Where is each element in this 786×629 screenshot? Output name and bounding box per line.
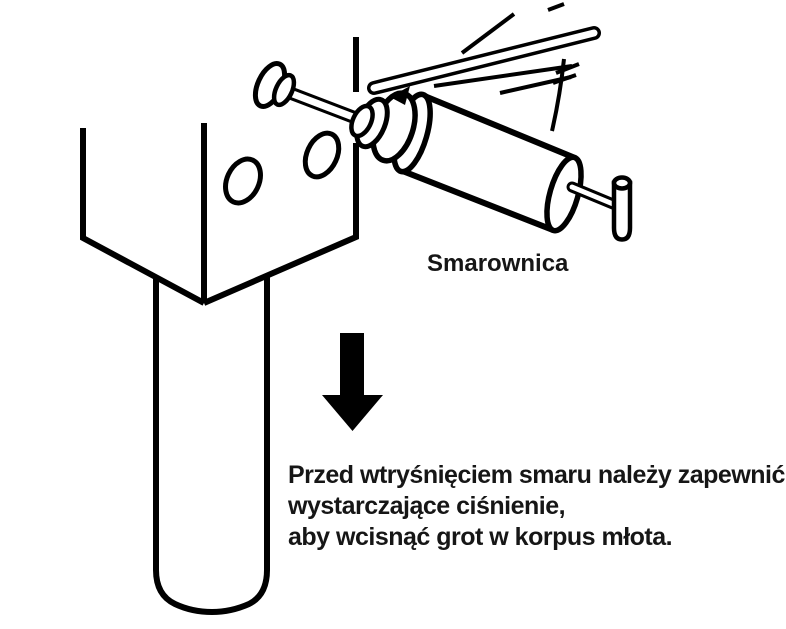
plunger-grip-top [611,175,633,191]
motion-line-upper [460,12,516,55]
motion-tick-1 [555,62,580,75]
lever-fill [370,29,598,92]
grease-gun [349,2,633,242]
housing-left-edge [80,128,206,306]
tool-bit [153,274,270,616]
caption-text: Przed wtryśnięciem smaru należy zapewnić… [288,460,785,553]
motion-lines-icon [433,2,580,132]
caption-line-3: aby wcisnąć grot w korpus młota. [288,523,673,551]
motion-tick-end [547,2,565,12]
caption-line-2: wystarczające ciśnienie, [288,492,566,520]
hammer-housing [80,37,359,616]
gun-coupler [349,103,375,139]
gun-barrel-endcap [544,154,584,234]
caption-line-1: Przed wtryśnięciem smaru należy zapewnić [288,461,785,489]
plunger-rod-fill [569,184,616,207]
grease-gun-label: Smarownica [427,250,569,277]
grease-nipple [252,61,373,129]
plunger-grip-body [611,180,633,242]
lever-pivot-arrow-icon [390,86,410,105]
down-arrow-icon [322,333,383,431]
housing-hole-right [302,130,342,180]
motion-arc [550,58,566,132]
pump-lever [367,26,601,105]
motion-line-mid [433,64,573,88]
housing-right-edge [202,143,359,306]
motion-tick-2 [552,73,577,85]
nipple-cap-rim [271,72,297,108]
housing-hole-left [223,156,263,206]
plunger-handle [566,175,633,242]
